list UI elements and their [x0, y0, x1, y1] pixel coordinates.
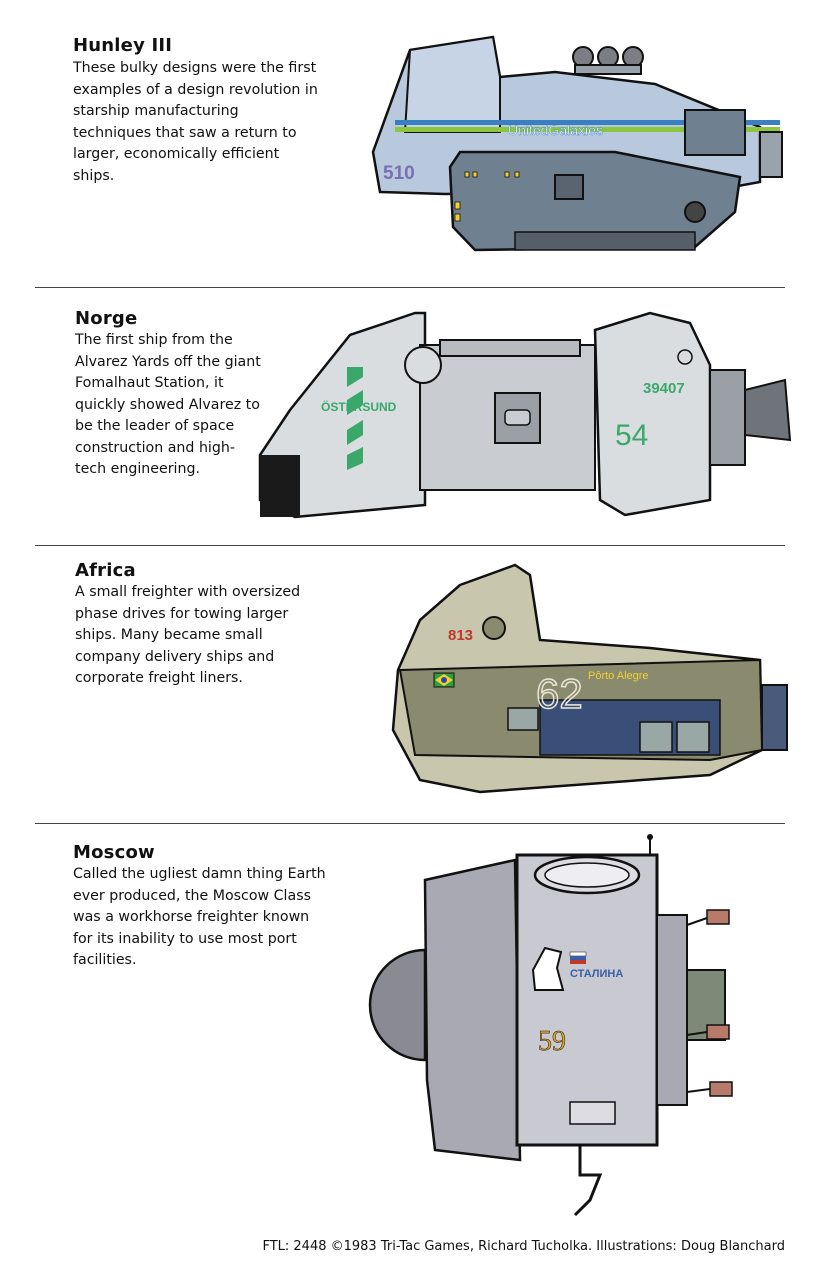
hull-name-text: СТАЛИНА — [570, 968, 623, 980]
ship-description: A small freighter with oversized phase d… — [75, 584, 301, 686]
hunley-ship-illustration: UnitedGalaxies 510 — [371, 35, 783, 252]
moscow-ship-illustration: СТАЛИНА 59 — [368, 834, 733, 1217]
ship-description: The first ship from the Alvarez Yards of… — [75, 332, 261, 477]
africa-ship-illustration: 813 62 Pôrto Alegre — [391, 563, 788, 794]
ship-description: These bulky designs were the first examp… — [73, 60, 318, 184]
hull-number-large: 54 — [615, 419, 648, 452]
hull-name-text: Pôrto Alegre — [588, 670, 649, 682]
hull-number: 510 — [383, 163, 415, 184]
hull-number-large: 62 — [536, 670, 583, 717]
ship-title: Hunley III — [73, 35, 173, 56]
section-divider — [35, 823, 785, 824]
ship-title: Norge — [75, 308, 138, 329]
hull-brand-text: UnitedGalaxies — [508, 122, 603, 138]
hull-number: 813 — [448, 627, 473, 644]
ship-title: Moscow — [73, 842, 155, 863]
ship-description: Called the ugliest damn thing Earth ever… — [73, 866, 326, 968]
ship-title: Africa — [75, 560, 136, 581]
copyright-footer: FTL: 2448 ©1983 Tri-Tac Games, Richard T… — [262, 1239, 785, 1254]
norge-ship-illustration: ÖSTERSUND 39407 54 — [258, 311, 792, 519]
hull-number: 39407 — [643, 380, 685, 397]
hull-number: 59 — [538, 1026, 566, 1057]
hull-name-text: ÖSTERSUND — [321, 399, 397, 414]
section-divider — [35, 545, 785, 546]
section-divider — [35, 287, 785, 288]
